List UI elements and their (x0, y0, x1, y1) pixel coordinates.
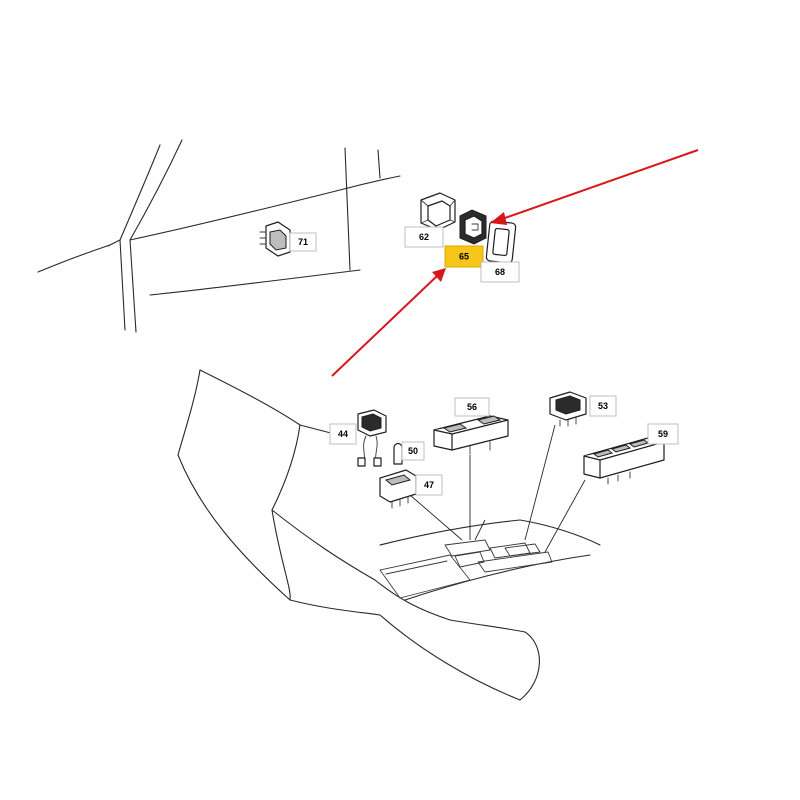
callout-44: 44 (329, 423, 357, 445)
part-47-switch (379, 469, 417, 509)
callout-box-65 (444, 245, 484, 268)
part-44-switch (357, 409, 387, 467)
callout-box-50 (401, 441, 425, 461)
console-outline (177, 369, 601, 701)
part-59-switch-block (583, 437, 665, 485)
red-arrow-upper (490, 149, 699, 225)
callout-label-62: 62 (419, 232, 429, 242)
callout-label-56: 56 (467, 402, 477, 412)
callout-box-68 (480, 261, 520, 283)
callout-box-71 (289, 232, 317, 252)
door-outline (37, 139, 401, 333)
callout-label-65: 65 (459, 252, 469, 262)
callout-box-44 (329, 423, 357, 445)
callout-71: 71 (289, 232, 317, 252)
callout-label-47: 47 (424, 480, 434, 490)
callout-53: 53 (589, 395, 617, 417)
callout-68: 68 (480, 261, 520, 283)
callout-box-56 (454, 397, 490, 417)
callout-50: 50 (401, 441, 425, 461)
callout-47: 47 (415, 474, 443, 496)
callout-label-44: 44 (338, 429, 348, 439)
leader-lines (409, 424, 586, 553)
red-arrow-lower (331, 268, 446, 377)
callout-label-71: 71 (298, 237, 308, 247)
part-53-switch (549, 391, 587, 427)
callout-box-59 (647, 423, 679, 445)
callout-label-68: 68 (495, 267, 505, 277)
callout-label-59: 59 (658, 429, 668, 439)
callout-65: 65 (444, 245, 484, 268)
callout-56: 56 (454, 397, 490, 417)
callout-label-53: 53 (598, 401, 608, 411)
callout-box-47 (415, 474, 443, 496)
callout-box-53 (589, 395, 617, 417)
part-62-bezel (420, 192, 456, 231)
part-56-switch-block (433, 415, 509, 455)
part-71-switch (259, 221, 291, 257)
part-68-frame (485, 220, 517, 264)
callout-labels: 71 62 65 68 56 53 44 50 59 47 (289, 226, 679, 496)
callout-label-50: 50 (408, 446, 418, 456)
callout-62: 62 (404, 226, 444, 248)
callout-59: 59 (647, 423, 679, 445)
part-65-switch (459, 209, 487, 245)
callout-box-62 (404, 226, 444, 248)
part-50-cap (393, 442, 403, 465)
